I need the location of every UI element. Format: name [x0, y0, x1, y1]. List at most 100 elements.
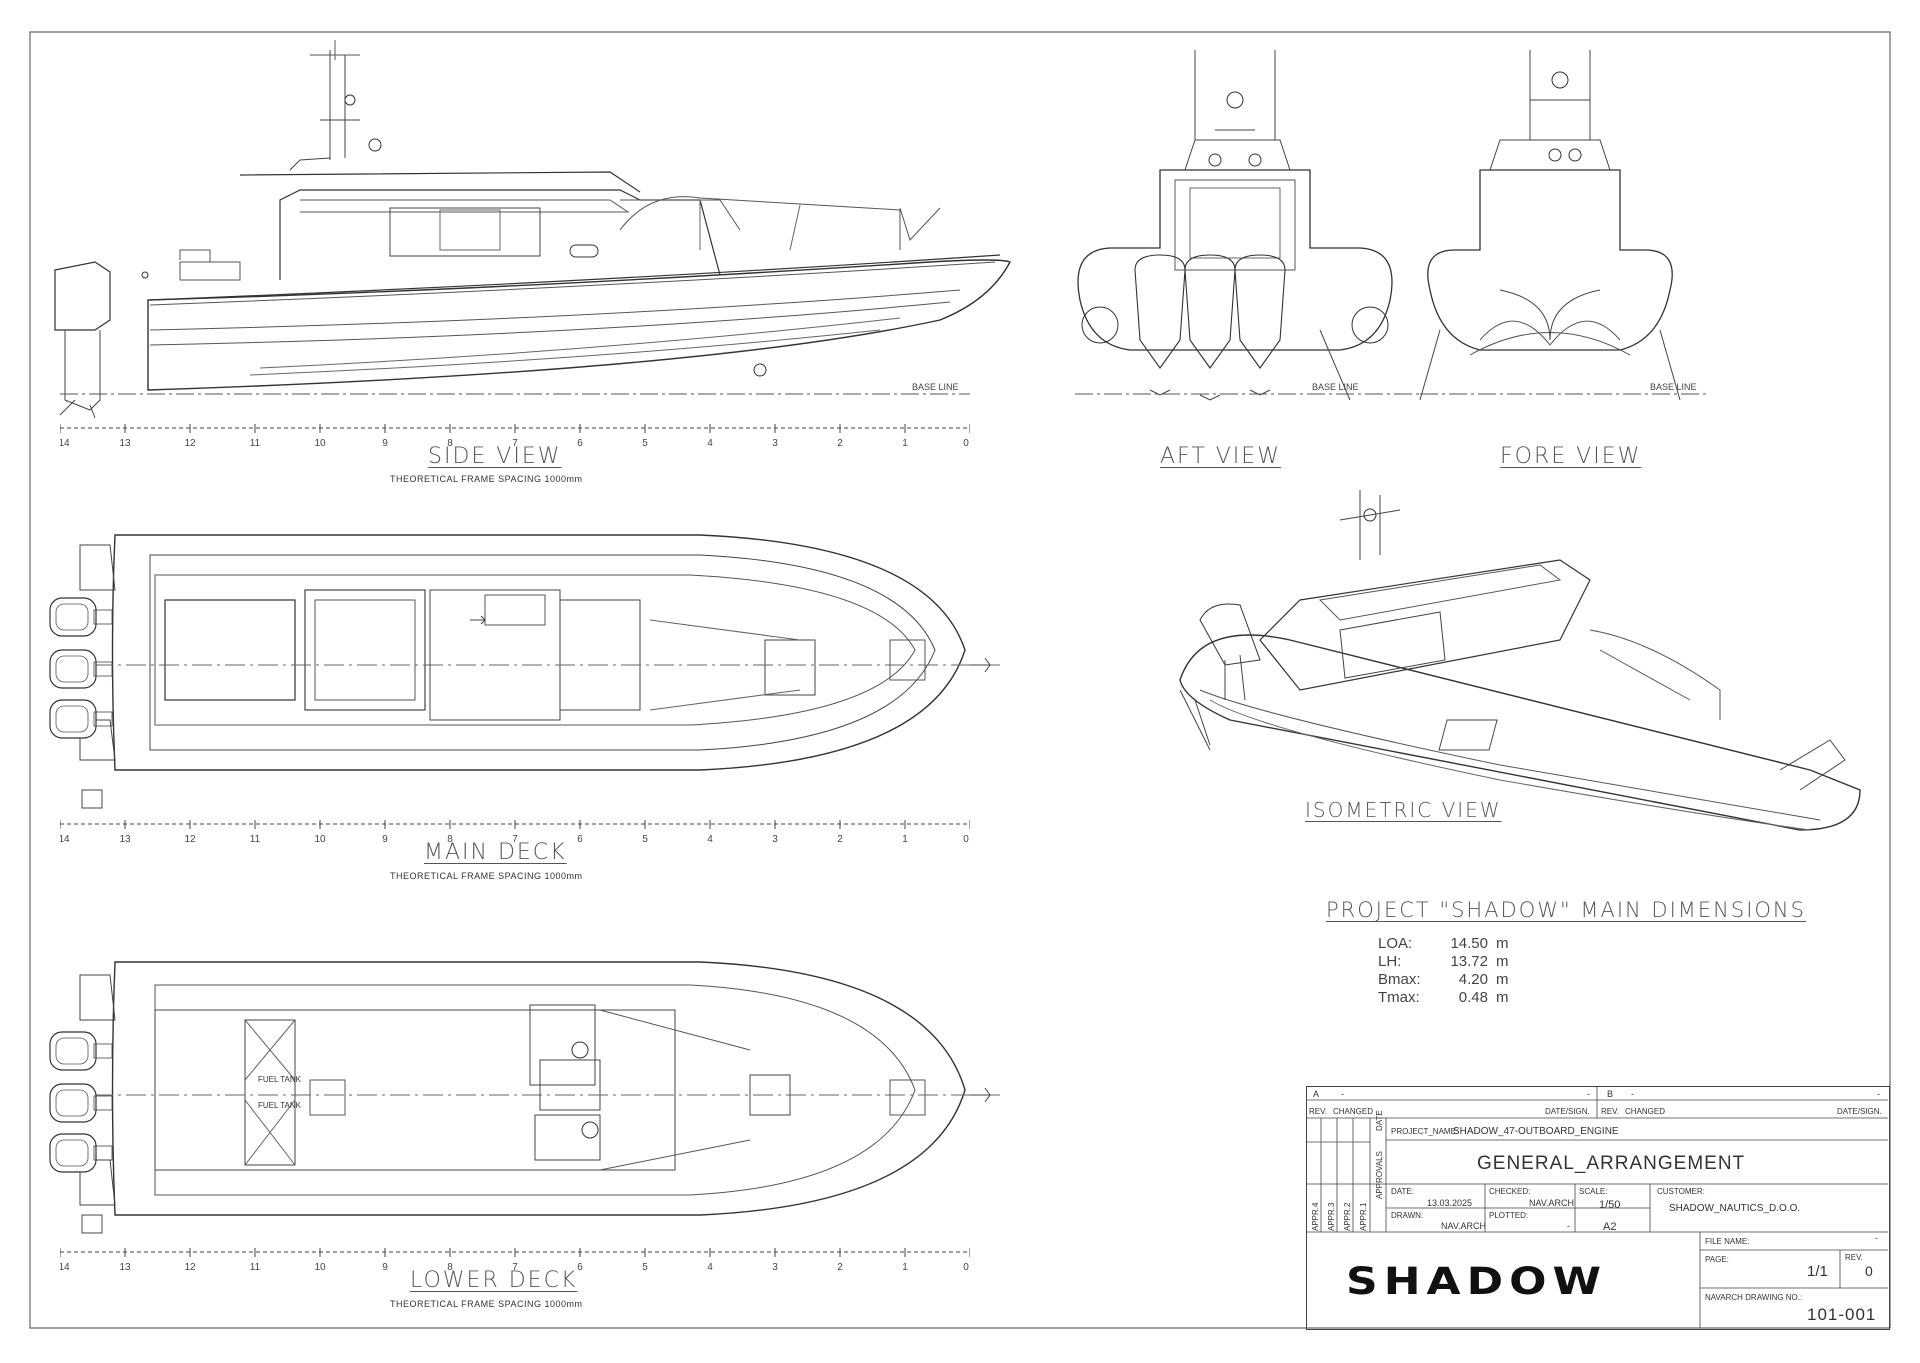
- aft-base-line: BASE LINE: [1075, 382, 1420, 395]
- frame-number-label: 14: [60, 438, 70, 449]
- rev-b-changed: -: [1631, 1089, 1634, 1099]
- fuel-tank-label-1: FUEL TANK: [258, 1075, 302, 1084]
- frame-number-label: 6: [577, 1262, 583, 1273]
- frame-number-label: 1: [902, 834, 908, 845]
- frame-number-label: 7: [512, 1262, 518, 1273]
- rev-a-label: A: [1313, 1089, 1320, 1099]
- fore-base-line-label: BASE LINE: [1650, 382, 1697, 392]
- rev-col-label-b: REV.: [1601, 1107, 1619, 1116]
- frame-number-label: 7: [512, 834, 518, 845]
- frame-number-label: 2: [837, 1262, 843, 1273]
- frame-number-label: 14: [60, 1262, 70, 1273]
- frame-number-label: 5: [642, 438, 648, 449]
- drawing-title: GENERAL_ARRANGEMENT: [1477, 1153, 1746, 1174]
- plotted-value: -: [1567, 1221, 1570, 1231]
- lower-deck-title: LOWER DECK: [410, 1268, 578, 1293]
- frame-number-label: 13: [119, 1262, 131, 1273]
- scale-value: 1/50: [1599, 1199, 1621, 1211]
- file-name-value: -: [1875, 1233, 1878, 1243]
- aft-view-drawing: [1077, 50, 1393, 401]
- drawing-no-value: 101-001: [1807, 1305, 1877, 1324]
- frame-number-label: 8: [447, 438, 453, 449]
- drawn-label: DRAWN:: [1391, 1211, 1424, 1220]
- scale-label: SCALE:: [1579, 1187, 1608, 1196]
- frame-number-label: 3: [772, 834, 778, 845]
- drawn-value: NAV.ARCH: [1441, 1221, 1487, 1231]
- date-label: DATE:: [1391, 1187, 1414, 1196]
- frame-number-label: 13: [119, 438, 131, 449]
- frame-number-label: 0: [963, 1262, 969, 1273]
- frame-number-label: 5: [642, 1262, 648, 1273]
- fore-base-line: BASE LINE: [1420, 382, 1710, 395]
- lower-deck-drawing: [49, 961, 1000, 1234]
- frame-number-label: 12: [184, 1262, 196, 1273]
- date-vertical-label: DATE: [1375, 1110, 1384, 1131]
- project-name: SHADOW_47-OUTBOARD_ENGINE: [1453, 1126, 1619, 1137]
- frame-number-label: 7: [512, 438, 518, 449]
- fore-view-drawing: [1419, 50, 1681, 401]
- checked-label: CHECKED:: [1489, 1187, 1531, 1196]
- frame-number-label: 6: [577, 438, 583, 449]
- frame-number-label: 6: [577, 834, 583, 845]
- appr-4-label: APPR.4: [1311, 1202, 1320, 1231]
- main-deck-subtitle: THEORETICAL FRAME SPACING 1000mm: [390, 871, 583, 881]
- frame-number-label: 11: [250, 438, 261, 449]
- isometric-view-drawing: [1179, 490, 1861, 831]
- dimension-key: LH:: [1378, 953, 1402, 970]
- side-view-title: SIDE VIEW: [428, 444, 562, 469]
- rev-b-date: -: [1877, 1089, 1880, 1099]
- frame-number-label: 14: [60, 834, 70, 845]
- frame-number-label: 1: [902, 438, 908, 449]
- fuel-tank-label-2: FUEL TANK: [258, 1101, 302, 1110]
- dimension-key: LOA:: [1378, 935, 1413, 952]
- rev-a-date: -: [1587, 1089, 1590, 1099]
- frame-number-label: 9: [382, 1262, 388, 1273]
- frame-number-label: 1: [902, 1262, 908, 1273]
- rev-value: 0: [1865, 1263, 1873, 1279]
- date-sign-col-label-b: DATE/SIGN.: [1837, 1107, 1882, 1116]
- page-value: 1/1: [1807, 1263, 1828, 1280]
- frame-number-label: 12: [184, 438, 196, 449]
- side-base-line: BASE LINE: [60, 382, 970, 395]
- dimension-key: Bmax:: [1378, 971, 1421, 988]
- shadow-logo: SHADOW: [1346, 1260, 1608, 1304]
- sheet-border: [29, 31, 1891, 1329]
- frame-number-label: 11: [250, 834, 261, 845]
- dimension-key: Tmax:: [1378, 989, 1420, 1006]
- frame-number-label: 8: [447, 834, 453, 845]
- dimension-row: LH: 13.72 m: [1378, 953, 1509, 971]
- dimension-unit: m: [1496, 953, 1509, 970]
- frame-number-label: 0: [963, 438, 969, 449]
- aft-base-line-label: BASE LINE: [1312, 382, 1359, 392]
- appr-3-label: APPR.3: [1327, 1202, 1336, 1231]
- plotted-label: PLOTTED:: [1489, 1211, 1529, 1220]
- dimension-unit: m: [1496, 935, 1509, 952]
- file-name-label: FILE NAME:: [1705, 1237, 1750, 1246]
- isometric-view-title: ISOMETRIC VIEW: [1305, 798, 1502, 822]
- frame-number-label: 12: [184, 834, 196, 845]
- frame-number-label: 9: [382, 834, 388, 845]
- date-value: 13.03.2025: [1427, 1198, 1473, 1208]
- customer-label: CUSTOMER:: [1657, 1187, 1705, 1196]
- dimension-value: 13.72: [1450, 953, 1488, 970]
- appr-2-label: APPR.2: [1343, 1202, 1352, 1231]
- changed-col-label: CHANGED: [1333, 1107, 1374, 1116]
- project-name-label: PROJECT_NAME:: [1391, 1127, 1459, 1136]
- frame-number-label: 0: [963, 834, 969, 845]
- frame-number-label: 2: [837, 834, 843, 845]
- customer-value: SHADOW_NAUTICS_D.O.O.: [1669, 1203, 1801, 1214]
- main-dimensions-title: PROJECT "SHADOW" MAIN DIMENSIONS: [1326, 898, 1806, 922]
- dimension-unit: m: [1496, 971, 1509, 988]
- rev-col-label: REV.: [1309, 1107, 1327, 1116]
- frame-number-label: 13: [119, 834, 131, 845]
- paper-size-value: A2: [1603, 1221, 1617, 1233]
- frame-number-label: 9: [382, 438, 388, 449]
- frame-number-label: 3: [772, 438, 778, 449]
- side-view-drawing: [54, 40, 1011, 419]
- frame-number-label: 4: [707, 834, 713, 845]
